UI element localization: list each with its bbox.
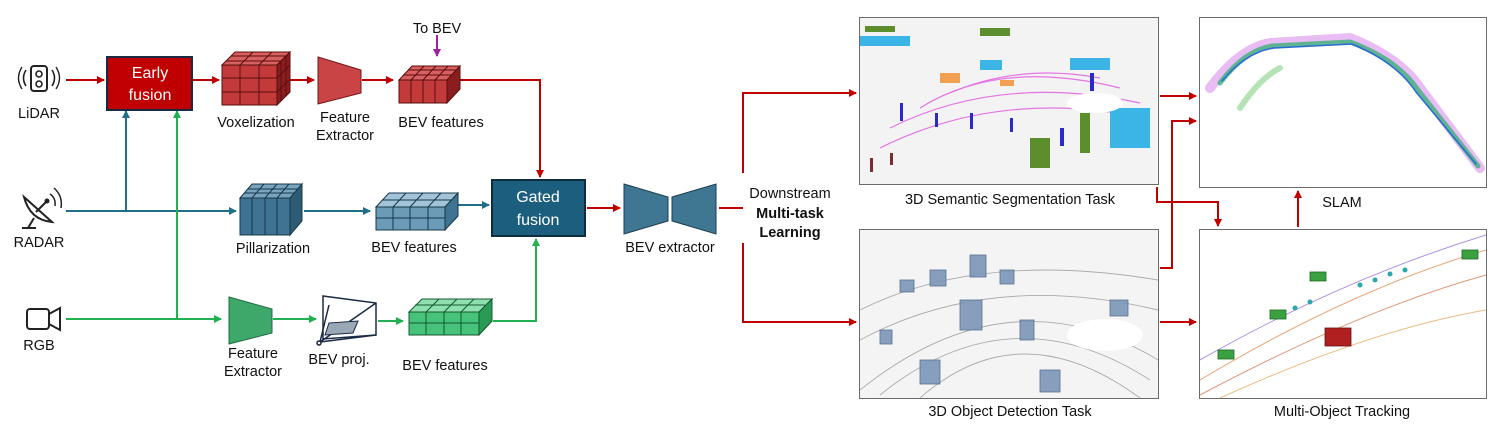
- tracking-caption: Multi-Object Tracking: [1274, 404, 1410, 420]
- slam-caption: SLAM: [1322, 195, 1362, 211]
- pillarization-label: Pillarization: [236, 241, 310, 257]
- pillars-icon: [238, 182, 304, 237]
- lidar-extractor-label-1: Feature: [320, 110, 370, 126]
- arrow-detection-to-slam: [1160, 117, 1197, 269]
- radar-bev-features-label: BEV features: [371, 240, 456, 256]
- lidar-extractor-label-2: Extractor: [316, 128, 374, 144]
- bev-extractor-label: BEV extractor: [625, 240, 715, 256]
- gated-fusion-box: [491, 179, 586, 237]
- voxel-cube-icon: [220, 50, 292, 107]
- voxelization-label: Voxelization: [217, 115, 294, 131]
- detection-image: [859, 229, 1159, 399]
- lidar-bev-features-label: BEV features: [398, 115, 483, 131]
- camera-icon: [26, 306, 61, 332]
- rgb-bev-features-icon: [407, 297, 494, 337]
- lidar-feature-extractor-icon: [317, 56, 362, 105]
- segmentation-image: [859, 17, 1159, 185]
- rgb-extractor-label-1: Feature: [228, 346, 278, 362]
- learning-label: Learning: [759, 225, 820, 241]
- arrow-rgb-bev-to-gated-fusion: [493, 238, 540, 322]
- early-fusion-label-2: fusion: [129, 87, 172, 104]
- gated-fusion-label-1: Gated: [516, 189, 560, 206]
- arrow-to-segmentation: [742, 89, 857, 173]
- rgb-extractor-label-2: Extractor: [224, 364, 282, 380]
- rgb-label: RGB: [23, 338, 54, 354]
- radar-label: RADAR: [14, 235, 65, 251]
- rgb-feature-extractor-icon: [228, 296, 273, 345]
- gated-fusion-label-2: fusion: [517, 212, 560, 229]
- lidar-icon: [17, 65, 61, 92]
- tracking-image: [1199, 229, 1487, 399]
- multi-task-label: Multi-task: [756, 206, 825, 222]
- bev-projection-icon: [316, 295, 377, 346]
- radar-bev-features-icon: [374, 191, 460, 232]
- slam-image: [1199, 17, 1487, 188]
- downstream-label: Downstream: [749, 186, 830, 202]
- bev-proj-label: BEV proj.: [308, 352, 369, 368]
- rgb-bev-features-label: BEV features: [402, 358, 487, 374]
- early-fusion-box: [106, 56, 193, 111]
- lidar-bev-features-icon: [397, 64, 462, 105]
- arrow-segmentation-to-tracking: [1156, 187, 1222, 227]
- bev-extractor-icon: [623, 183, 717, 235]
- radar-dish-icon: [22, 187, 63, 229]
- arrow-lidar-bev-to-gated-fusion: [458, 79, 544, 178]
- lidar-label: LiDAR: [18, 106, 60, 122]
- arrow-to-detection: [742, 243, 857, 326]
- early-fusion-label-1: Early: [132, 65, 168, 82]
- detection-caption: 3D Object Detection Task: [928, 404, 1092, 420]
- segmentation-caption: 3D Semantic Segmentation Task: [905, 192, 1116, 208]
- to-bev-label: To BEV: [413, 21, 462, 37]
